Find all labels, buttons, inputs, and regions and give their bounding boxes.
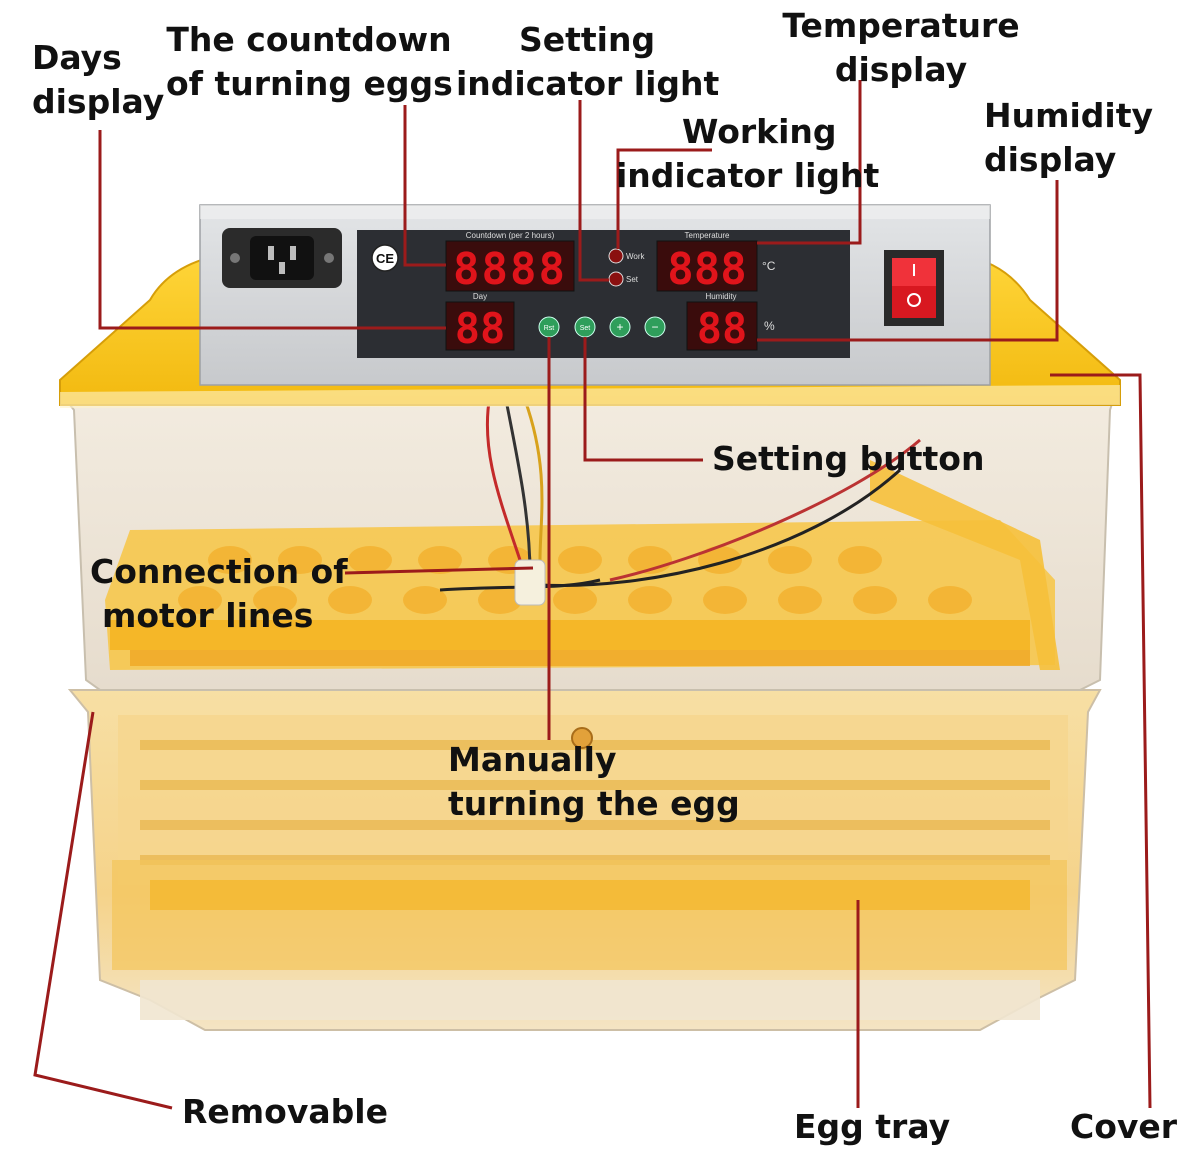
work-indicator-light — [608, 248, 624, 264]
label-setting-button: Setting button — [712, 439, 985, 478]
label-egg-tray: Egg tray — [794, 1107, 951, 1146]
minus-button[interactable]: − — [644, 316, 666, 338]
countdown-digits: 8888 — [453, 244, 567, 295]
upper-body — [59, 383, 1120, 749]
leader-motor — [344, 566, 534, 575]
temperature-unit: °C — [762, 259, 776, 273]
temperature-label: Temperature — [685, 231, 730, 240]
set-label: Set — [626, 275, 639, 284]
temperature-digits: 888 — [667, 244, 746, 295]
leader-humidity — [757, 180, 1059, 342]
label-cover: Cover — [1070, 1107, 1178, 1146]
leader-countdown — [403, 105, 446, 267]
leader-days — [98, 130, 446, 330]
day-digits: 88 — [455, 304, 506, 353]
leader-setting-light — [578, 100, 609, 282]
leader-lines — [33, 80, 1152, 1110]
leader-temperature — [757, 80, 862, 245]
motor-wires — [439, 394, 921, 592]
power-socket — [222, 228, 342, 288]
svg-text:Set: Set — [580, 325, 591, 332]
day-label: Day — [473, 292, 487, 301]
lower-drawer — [67, 689, 1102, 1031]
work-label: Work — [626, 252, 646, 261]
rst-button[interactable]: Rst — [538, 316, 560, 338]
svg-text:+: + — [616, 320, 623, 334]
plus-button[interactable]: + — [609, 316, 631, 338]
humidity-digits: 88 — [697, 304, 748, 353]
upper-egg-tray — [105, 460, 1060, 670]
display-area — [357, 230, 850, 358]
svg-text:CE: CE — [376, 251, 394, 266]
egg-tray — [112, 860, 1067, 970]
ce-mark: CE — [371, 244, 399, 272]
power-switch[interactable] — [884, 250, 944, 326]
countdown-label: Countdown (per 2 hours) — [466, 231, 555, 240]
manual-turning-knob — [571, 727, 593, 749]
humidity-label: Humidity — [705, 292, 736, 301]
svg-text:−: − — [651, 320, 658, 334]
humidity-unit: % — [764, 319, 775, 333]
leader-working-light — [616, 148, 712, 249]
svg-text:Rst: Rst — [544, 325, 555, 332]
motor-connector — [514, 559, 546, 606]
leader-cover — [1050, 373, 1152, 1109]
leader-setting-button — [583, 337, 703, 462]
set-indicator-light — [608, 271, 624, 287]
set-button[interactable]: Set — [574, 316, 596, 338]
label-removable: Removable — [182, 1092, 388, 1131]
leader-removable — [33, 711, 173, 1110]
